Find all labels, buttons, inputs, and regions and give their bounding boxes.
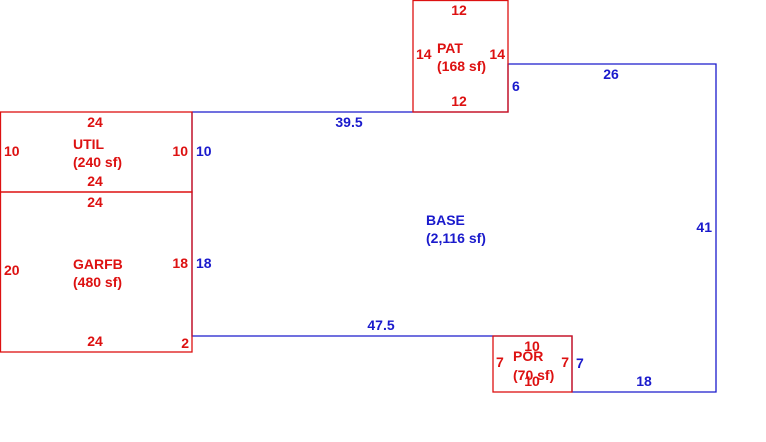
base-dim-top-right: 26 <box>603 66 619 82</box>
por-name-label: POR <box>513 348 543 364</box>
garfb-dim-left: 20 <box>4 262 20 278</box>
garfb-dim-top: 24 <box>87 194 103 210</box>
base-dim-por-step: 7 <box>576 355 584 371</box>
garfb-dim-bottom: 24 <box>87 333 103 349</box>
garfb-outline <box>0 191 193 353</box>
pat-dim-right: 14 <box>489 46 505 62</box>
util-dim-top: 24 <box>87 114 103 130</box>
util-dim-right: 10 <box>172 143 188 159</box>
pat-name-label: PAT <box>437 40 463 56</box>
base-dim-top: 39.5 <box>335 114 362 130</box>
por-dim-bottom: 10 <box>524 373 540 389</box>
base-dim-left-lower: 18 <box>196 255 212 271</box>
base-outline <box>191 63 717 393</box>
por-outline <box>492 335 573 393</box>
util-dim-left: 10 <box>4 143 20 159</box>
pat-dim-top: 12 <box>451 2 467 18</box>
por-dim-right: 7 <box>561 354 569 370</box>
por-dim-top: 10 <box>524 338 540 354</box>
base-dim-bottom: 47.5 <box>367 317 394 333</box>
base-name-label: BASE <box>426 212 465 228</box>
pat-outline <box>412 0 509 113</box>
base-dim-left-upper: 10 <box>196 143 212 159</box>
pat-area-label: (168 sf) <box>437 58 486 74</box>
garfb-name-label: GARFB <box>73 256 123 272</box>
util-dim-bottom: 24 <box>87 173 103 189</box>
base-dim-right: 41 <box>696 219 712 235</box>
garfb-dim-corner: 2 <box>181 335 189 351</box>
util-name-label: UTIL <box>73 136 105 152</box>
base-dim-bottom-right: 18 <box>636 373 652 389</box>
pat-dim-bottom: 12 <box>451 93 467 109</box>
pat-dim-left: 14 <box>416 46 432 62</box>
garfb-dim-right: 18 <box>172 255 188 271</box>
base-area-label: (2,116 sf) <box>426 230 486 246</box>
garfb-area-label: (480 sf) <box>73 274 122 290</box>
por-dim-left: 7 <box>496 354 504 370</box>
util-area-label: (240 sf) <box>73 154 122 170</box>
base-dim-pat-step: 6 <box>512 78 520 94</box>
por-area-label: (70 sf) <box>513 367 554 383</box>
